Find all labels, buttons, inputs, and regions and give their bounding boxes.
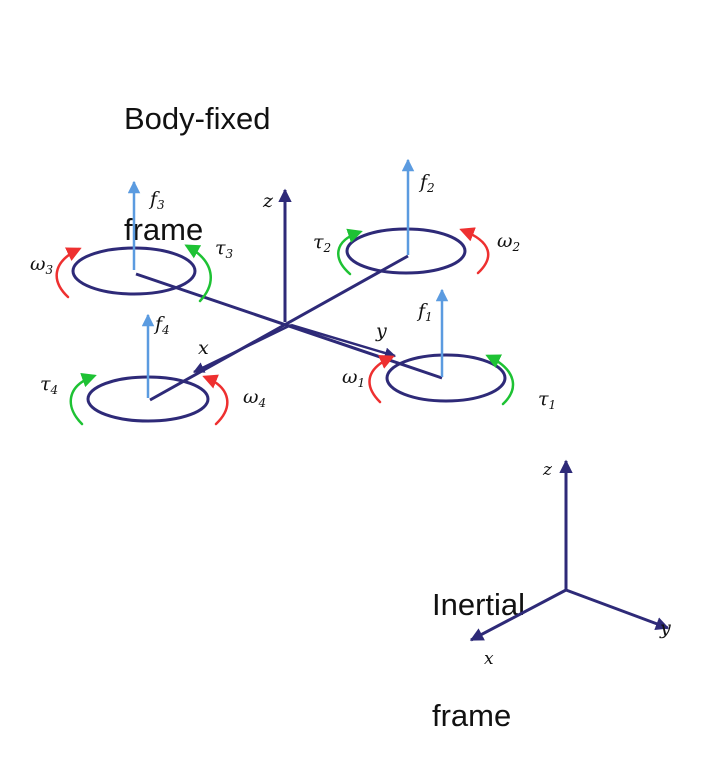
rotation-arcs	[55, 227, 515, 426]
rotor-1-ring	[385, 353, 507, 403]
force-2-index: 2	[426, 181, 435, 195]
body-z-label: z	[262, 190, 274, 212]
torque-1-symbol: τ	[538, 388, 549, 410]
force-1-index: 1	[425, 310, 433, 324]
inertial-frame-axes	[469, 459, 670, 642]
torque-1-index: 1	[549, 398, 557, 412]
torque-3-label: τ3	[215, 237, 234, 261]
force-3-symbol: f	[148, 188, 160, 210]
force-4-index: 4	[161, 323, 170, 337]
force-3-index: 3	[157, 198, 165, 212]
omega-2-index: 2	[512, 240, 521, 254]
omega-4-index: 4	[258, 396, 267, 410]
force-arrows	[127, 158, 449, 398]
torque-1-label: τ1	[538, 388, 556, 412]
body-frame-title: Body-fixed frame	[124, 26, 270, 285]
omega-1-index: 1	[358, 376, 366, 390]
torque-4-label: τ4	[40, 373, 58, 397]
omega-2-label: ω2	[497, 230, 520, 254]
force-1-label: f1	[416, 300, 433, 324]
torque-4-index: 4	[50, 383, 59, 397]
inertial-x-label: x	[484, 649, 494, 669]
force-2-label: f2	[418, 171, 435, 195]
omega-4-label: ω4	[243, 386, 266, 410]
torque-4-symbol: τ	[40, 373, 51, 395]
body-frame-title-line2: frame	[124, 212, 204, 247]
torque-4-arc	[69, 372, 97, 426]
omega-4-arc	[202, 374, 229, 426]
body-y-axis	[290, 323, 397, 359]
force-3-label: f3	[148, 188, 165, 212]
torque-2-arc	[337, 228, 363, 276]
omega-3-label: ω3	[30, 253, 54, 277]
torque-3-index: 3	[226, 247, 234, 261]
torque-3-arc	[184, 244, 212, 303]
body-x-axis	[192, 323, 292, 374]
inertial-frame-title-line2: frame	[432, 698, 512, 733]
force-1-symbol: f	[416, 300, 428, 322]
arm-rotor-2-to-rotor-4	[149, 254, 409, 402]
omega-3-symbol: ω	[30, 253, 46, 275]
omega-1-symbol: ω	[342, 366, 358, 388]
inertial-z-label: z	[542, 460, 553, 480]
body-y-label: y	[375, 320, 387, 342]
body-x-label: x	[198, 337, 209, 359]
omega-4-symbol: ω	[243, 386, 259, 408]
omega-2-symbol: ω	[497, 230, 513, 252]
omega-3-arc	[55, 247, 82, 299]
torque-3-symbol: τ	[215, 237, 226, 259]
quadrotor-diagram: z x y f3 τ3 ω3 f2 τ2 ω2 f4 τ4 ω4 f1 ω1 τ…	[30, 158, 671, 669]
inertial-x-axis	[469, 588, 567, 642]
omega-2-arc	[459, 227, 490, 275]
body-frame-title-line1: Body-fixed	[124, 101, 271, 136]
omega-1-label: ω1	[342, 366, 365, 390]
inertial-frame-title-line1: Inertial	[432, 587, 526, 622]
body-frame-axes	[135, 188, 443, 402]
rotor-2-ring	[345, 227, 467, 275]
force-4-label: f4	[153, 313, 170, 337]
inertial-y-axis	[565, 588, 670, 631]
force-4-symbol: f	[153, 313, 165, 335]
force-2-symbol: f	[418, 171, 430, 193]
torque-2-index: 2	[323, 241, 332, 255]
torque-1-arc	[485, 354, 515, 406]
torque-2-symbol: τ	[313, 231, 324, 253]
omega-3-index: 3	[46, 263, 54, 277]
inertial-y-label: y	[659, 617, 671, 639]
torque-2-label: τ2	[313, 231, 331, 255]
omega-1-arc	[368, 355, 395, 404]
